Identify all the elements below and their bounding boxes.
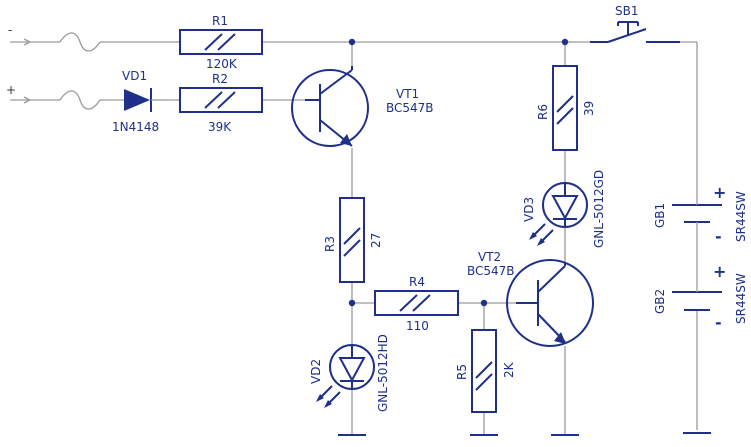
r2-value: 39K bbox=[208, 120, 232, 134]
fuse-symbol-top bbox=[59, 32, 101, 52]
r4-ref: R4 bbox=[409, 275, 425, 289]
resistor-r6: R6 39 bbox=[536, 65, 596, 151]
gb1-plus: + bbox=[713, 183, 726, 202]
vt2-value: BC547B bbox=[467, 264, 515, 278]
r6-value: 39 bbox=[582, 101, 596, 116]
resistor-r3: R3 27 bbox=[323, 197, 383, 283]
r5-value: 2K bbox=[502, 361, 516, 378]
vd1-value: 1N4148 bbox=[112, 120, 159, 134]
switch-sb1: SB1 bbox=[590, 4, 680, 43]
vt2-ref: VT2 bbox=[478, 250, 501, 264]
r3-value: 27 bbox=[369, 233, 383, 248]
resistor-r1: R1 120K bbox=[179, 14, 263, 71]
gb2-minus: - bbox=[715, 313, 722, 332]
resistor-r2: R2 39K bbox=[179, 72, 263, 134]
svg-text:+: + bbox=[6, 83, 16, 97]
gb1-ref: GB1 bbox=[653, 203, 667, 228]
battery-gb2: + - GB2 SR44SW bbox=[653, 262, 748, 332]
vd3-value: GNL-5012GD bbox=[592, 170, 606, 248]
resistor-r5: R5 2K bbox=[455, 329, 516, 413]
r5-ref: R5 bbox=[455, 364, 469, 380]
junction-dots bbox=[348, 38, 569, 307]
led-vd3: VD3 GNL-5012GD bbox=[522, 170, 606, 248]
vd2-value: GNL-5012HD bbox=[376, 334, 390, 412]
vt1-value: BC547B bbox=[386, 101, 434, 115]
r4-value: 110 bbox=[406, 319, 429, 333]
transistor-vt1: VT1 BC547B bbox=[291, 66, 434, 147]
diode-vd1: VD1 1N4148 bbox=[112, 69, 163, 134]
transistor-vt2: VT2 BC547B bbox=[467, 250, 594, 347]
terminal-minus: - bbox=[8, 23, 32, 46]
gb2-ref: GB2 bbox=[653, 289, 667, 314]
sb1-ref: SB1 bbox=[615, 4, 638, 18]
terminal-plus: + bbox=[6, 83, 32, 104]
vd1-ref: VD1 bbox=[122, 69, 147, 83]
r1-ref: R1 bbox=[212, 14, 228, 28]
vd3-ref: VD3 bbox=[522, 197, 536, 222]
resistor-r4: R4 110 bbox=[374, 275, 459, 333]
r2-ref: R2 bbox=[212, 72, 228, 86]
ground-symbols bbox=[338, 432, 711, 436]
gb1-value: SR44SW bbox=[734, 191, 748, 242]
battery-gb1: + - GB1 SR44SW bbox=[653, 183, 748, 248]
gb2-plus: + bbox=[713, 262, 726, 281]
r3-ref: R3 bbox=[323, 236, 337, 252]
gb1-minus: - bbox=[715, 227, 722, 246]
svg-text:-: - bbox=[8, 23, 12, 37]
fuse-symbol-bottom bbox=[59, 90, 101, 110]
vt1-ref: VT1 bbox=[396, 87, 419, 101]
led-vd2: VD2 GNL-5012HD bbox=[309, 334, 390, 412]
gb2-value: SR44SW bbox=[734, 273, 748, 324]
vd2-ref: VD2 bbox=[309, 359, 323, 384]
r1-value: 120K bbox=[206, 57, 238, 71]
r6-ref: R6 bbox=[536, 104, 550, 120]
